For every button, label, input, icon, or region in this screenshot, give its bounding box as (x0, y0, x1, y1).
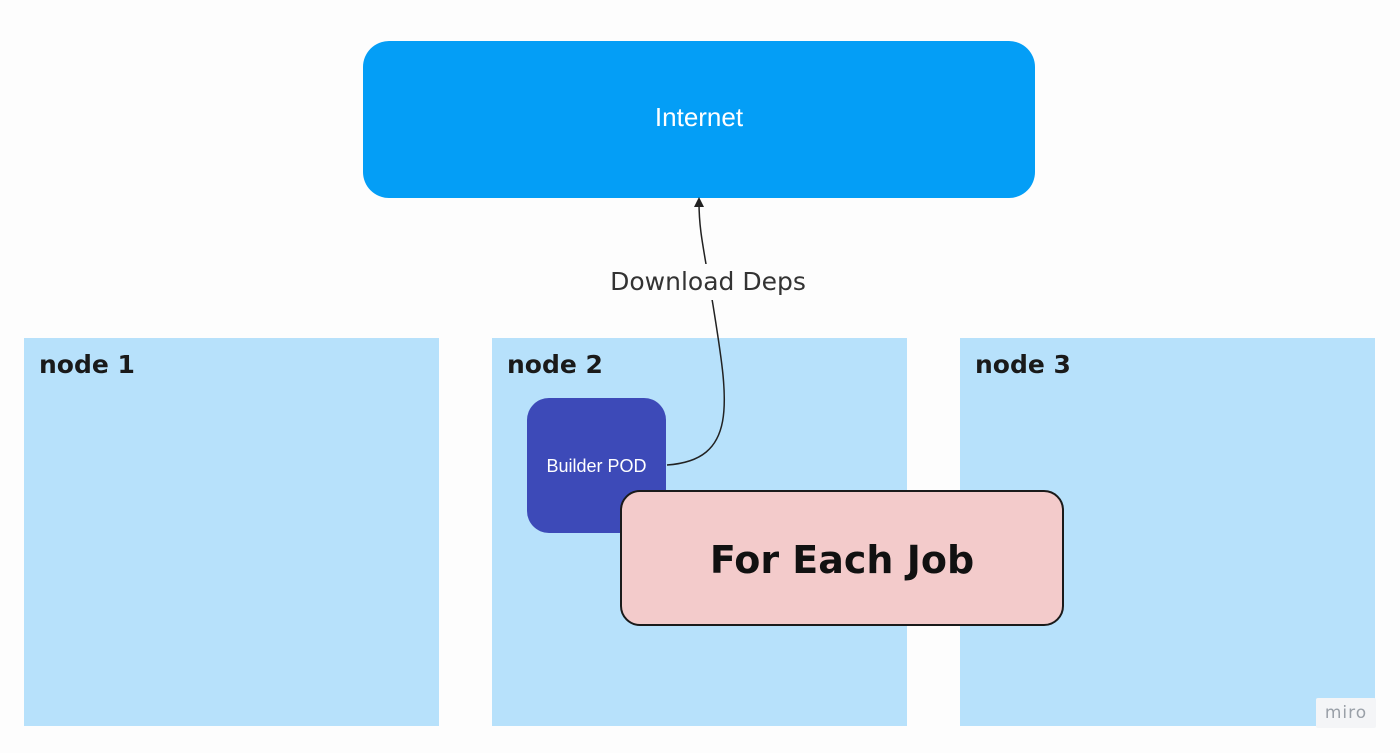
internet-box[interactable]: Internet (363, 41, 1035, 198)
miro-watermark-text: miro (1324, 703, 1368, 723)
node-3-label: node 3 (975, 350, 1071, 379)
builder-pod-label: Builder POD (546, 456, 647, 476)
node-1-label: node 1 (39, 350, 135, 379)
for-each-job-box[interactable]: For Each Job (620, 490, 1064, 626)
node-1-box[interactable]: node 1 (24, 338, 439, 726)
miro-watermark: miro (1316, 698, 1376, 728)
node-2-label: node 2 (507, 350, 603, 379)
for-each-job-label: For Each Job (709, 538, 975, 582)
download-deps-label: Download Deps (598, 264, 818, 300)
internet-label: Internet (654, 102, 744, 132)
